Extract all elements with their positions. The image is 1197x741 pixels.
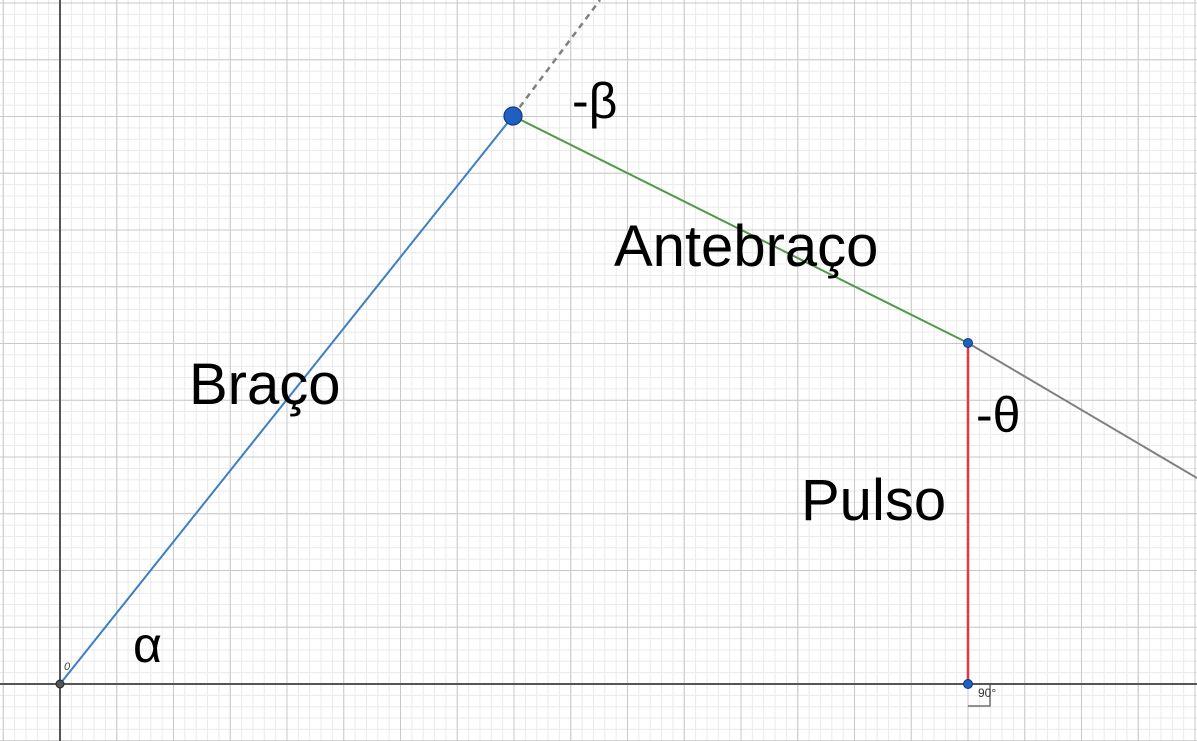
hand-point[interactable] (963, 679, 973, 689)
origin-point[interactable] (55, 679, 65, 689)
forearm-segment (512, 115, 969, 344)
forearm-extension-line (967, 342, 1197, 479)
alpha-angle-label: α (133, 617, 162, 673)
theta-angle-label: -θ (976, 387, 1021, 443)
right-angle-label: 90° (978, 686, 997, 700)
forearm-label: Antebraço (614, 214, 879, 279)
arm-extension-dashed (512, 0, 601, 117)
arm-label: Braço (189, 352, 341, 417)
arm-segment (59, 115, 514, 685)
elbow-point[interactable] (503, 106, 523, 126)
wrist-label: Pulso (801, 468, 947, 533)
beta-angle-label: -β (572, 73, 618, 129)
wrist-point[interactable] (963, 338, 973, 348)
origin-label: 0 (64, 661, 71, 673)
right-angle-marker (968, 684, 991, 707)
